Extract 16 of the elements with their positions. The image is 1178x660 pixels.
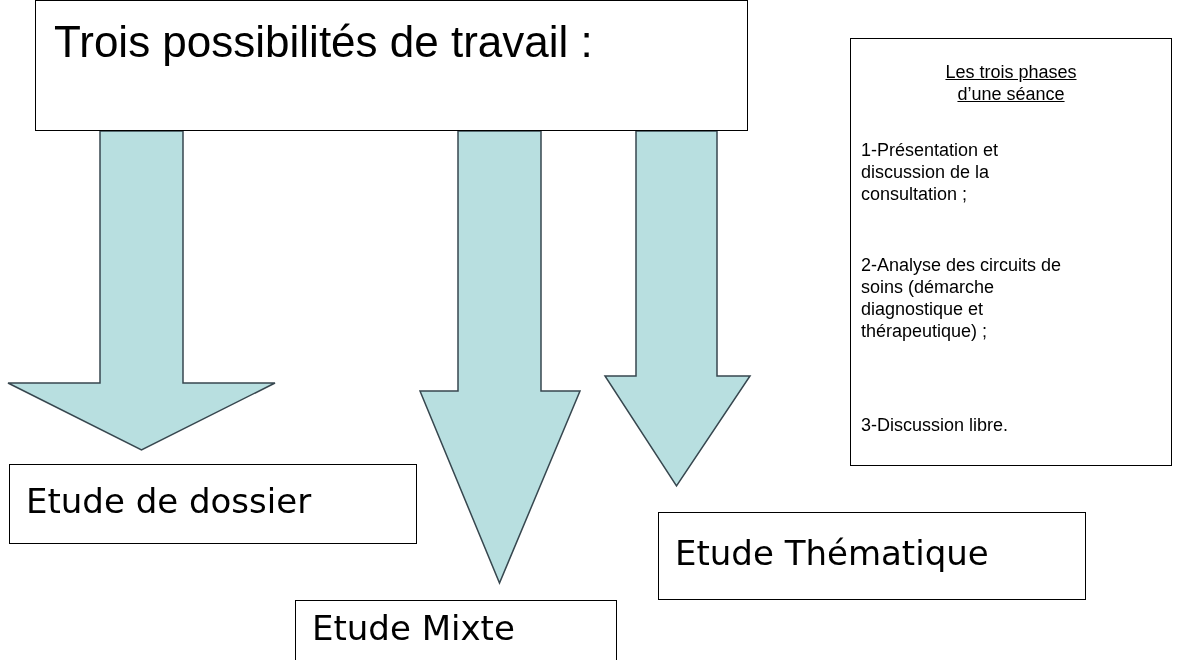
notes-box <box>850 38 1172 466</box>
notes-heading: Les trois phases d’une séance <box>944 61 1078 105</box>
list-item: 1-Présentation et discussion de la consultation ; <box>861 139 1000 205</box>
block-arrow <box>418 130 582 585</box>
text-box <box>35 0 748 131</box>
option-label: Etude de dossier <box>26 481 312 521</box>
heading: Trois possibilités de travail : <box>54 17 593 67</box>
option-label: Etude Thématique <box>675 533 989 573</box>
block-arrow <box>7 130 276 451</box>
text-box <box>658 512 1086 600</box>
text-box <box>295 600 617 660</box>
list-item: 3-Discussion libre. <box>861 414 1010 436</box>
text-box <box>9 464 417 544</box>
block-arrow <box>603 130 752 488</box>
list-item: 2-Analyse des circuits de soins (démarche diagnostique et thérapeutique) ; <box>861 254 1063 342</box>
option-label: Etude Mixte <box>312 608 515 648</box>
